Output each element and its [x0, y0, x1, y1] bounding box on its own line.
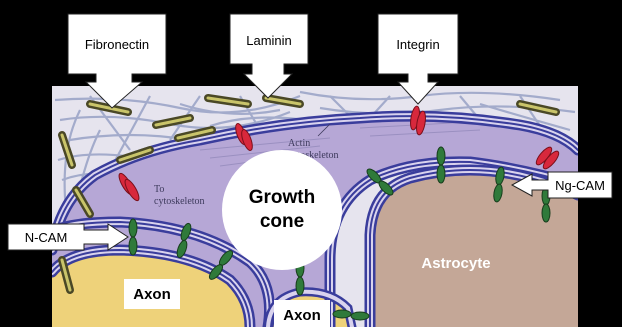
axon-bottom-label: Axon	[283, 307, 321, 324]
integrin-label: Integrin	[396, 37, 439, 52]
growth-cone-label-1: Growth	[249, 187, 316, 208]
ng-cam-label: Ng-CAM	[555, 178, 605, 193]
growth-cone-circle	[222, 150, 342, 270]
svg-text:cytoskeleton: cytoskeleton	[154, 196, 205, 207]
svg-text:To: To	[154, 184, 164, 195]
n-cam-callout: N-CAM	[8, 224, 128, 250]
laminin-label: Laminin	[246, 33, 292, 48]
axon-left-label: Axon	[133, 286, 171, 303]
growth-cone-label-2: cone	[260, 211, 304, 232]
fibronectin-label: Fibronectin	[85, 37, 149, 52]
astrocyte-label: Astrocyte	[421, 255, 490, 272]
n-cam-label: N-CAM	[25, 230, 68, 245]
svg-text:Actin: Actin	[288, 138, 310, 149]
